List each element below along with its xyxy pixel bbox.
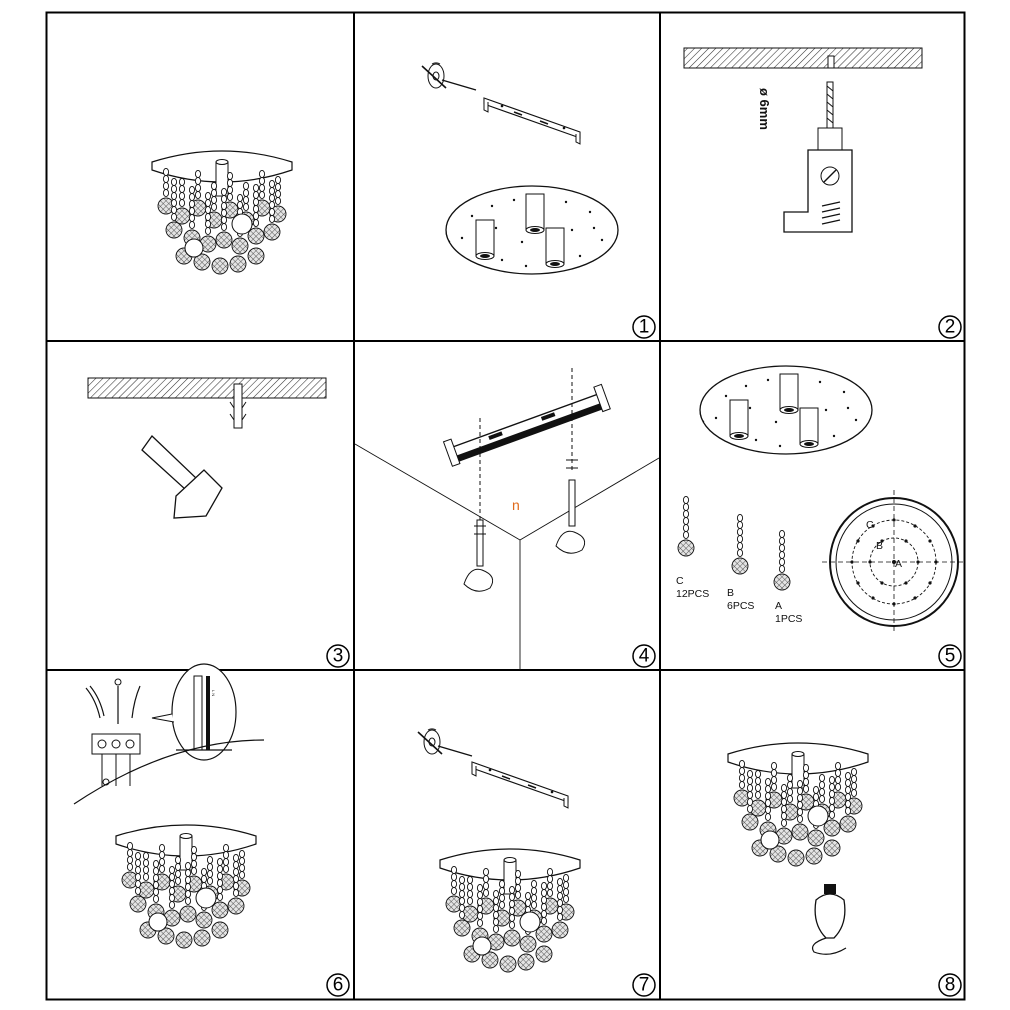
drill-size-label: ø 6mm [757, 88, 772, 130]
step-number-2: 2 [938, 315, 962, 339]
chandelier-drawing [152, 151, 292, 274]
room-corner-lines [354, 443, 660, 670]
step-number-8: 8 [938, 973, 962, 997]
svg-text:C: C [866, 519, 874, 531]
svg-text:C: C [676, 575, 684, 587]
svg-text:3: 3 [333, 646, 344, 667]
panel-step-1 [421, 62, 619, 275]
svg-text:A: A [775, 600, 782, 612]
screw-plug-left [463, 519, 494, 592]
wiring-terminal-block [85, 678, 141, 786]
step-badges: 1 2 3 4 5 6 7 8 [326, 315, 962, 997]
panel-step-8 [728, 743, 868, 955]
canopy-drawing [699, 365, 873, 455]
svg-text:A: A [895, 558, 902, 570]
detail-callout: L N [151, 663, 237, 761]
wall-plug-icon [229, 383, 247, 429]
panel-step-7 [417, 728, 580, 972]
light-bulb-icon [811, 884, 847, 955]
step-number-3: 3 [326, 644, 350, 668]
panel-step-6: L N [73, 663, 265, 948]
chandelier-drawing [728, 743, 868, 866]
panel-step-4: n [354, 368, 660, 670]
panel-step-3 [87, 377, 327, 519]
step-number-5: 5 [938, 644, 962, 668]
panel-overview [152, 151, 292, 274]
pendant-b: B 6PCS [727, 514, 754, 612]
mounting-bracket [483, 97, 581, 145]
svg-text:B: B [727, 587, 734, 599]
svg-text:6PCS: 6PCS [727, 600, 754, 612]
svg-text:8: 8 [945, 975, 956, 996]
corner-mark: n [512, 497, 520, 513]
drill-icon [783, 81, 853, 233]
svg-text:5: 5 [945, 646, 956, 667]
svg-text:1: 1 [639, 317, 650, 338]
svg-text:6: 6 [333, 975, 344, 996]
canopy-drawing [445, 185, 619, 275]
svg-text:B: B [876, 540, 883, 552]
panel-step-5: C 12PCS B 6PCS A 1PCS [676, 365, 966, 634]
chandelier-drawing [116, 825, 256, 948]
step-number-7: 7 [632, 973, 656, 997]
svg-text:L N: L N [211, 690, 216, 696]
screw-plug-right [555, 459, 586, 554]
svg-text:2: 2 [945, 317, 956, 338]
screwdriver-icon [417, 728, 473, 757]
pendant-a: A 1PCS [774, 530, 802, 625]
ceiling-hatch [87, 377, 327, 399]
hammer-icon [141, 435, 223, 519]
mounting-bracket [442, 383, 611, 467]
svg-text:12PCS: 12PCS [676, 588, 709, 600]
svg-text:1PCS: 1PCS [775, 613, 802, 625]
ceiling-hatch [683, 47, 923, 69]
ring-layout-diagram: C B A [822, 490, 966, 634]
step-number-1: 1 [632, 315, 656, 339]
svg-text:7: 7 [639, 975, 650, 996]
step-number-4: 4 [632, 644, 656, 668]
screwdriver-icon [421, 62, 477, 91]
panel-step-2: ø 6mm [683, 47, 923, 233]
pendant-c: C 12PCS [676, 496, 709, 600]
mounting-bracket [471, 761, 569, 809]
svg-text:4: 4 [639, 646, 650, 667]
chandelier-drawing [440, 849, 580, 972]
step-number-6: 6 [326, 973, 350, 997]
